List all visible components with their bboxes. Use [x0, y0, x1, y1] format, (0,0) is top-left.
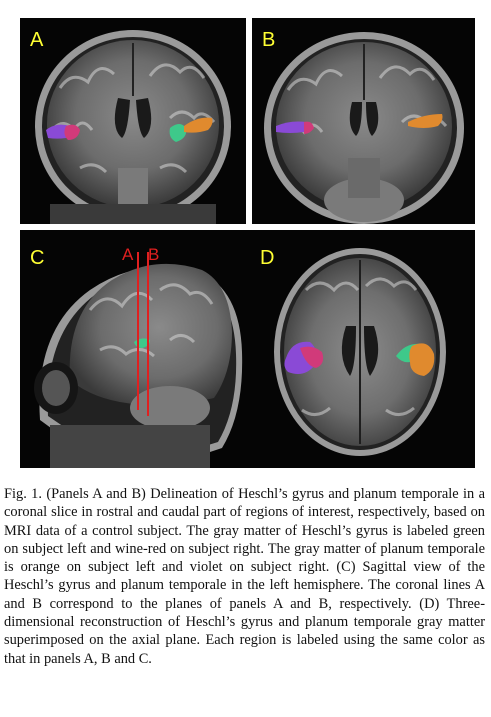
panel-c-sagittal-mri: C A B [20, 230, 246, 468]
panel-c-letter: C [30, 247, 45, 269]
panel-d-letter: D [260, 247, 275, 269]
panel-a-letter: A [30, 29, 44, 51]
axial-brain-image [246, 230, 475, 468]
panel-d-axial-3d: D [246, 230, 475, 468]
coronal-line-a-label: A [122, 245, 134, 264]
figure-1: A [20, 18, 475, 468]
coronal-line-b-label: B [148, 245, 160, 264]
coronal-brain-b-image [252, 18, 475, 224]
panel-a-coronal-mri: A [20, 18, 246, 224]
panel-b-letter: B [262, 29, 276, 51]
sagittal-brain-image [20, 230, 246, 468]
figure-caption: Fig. 1. (Panels A and B) Delineation of … [4, 486, 485, 667]
panel-b-coronal-mri: B [252, 18, 475, 224]
coronal-brain-a-image [20, 18, 246, 224]
